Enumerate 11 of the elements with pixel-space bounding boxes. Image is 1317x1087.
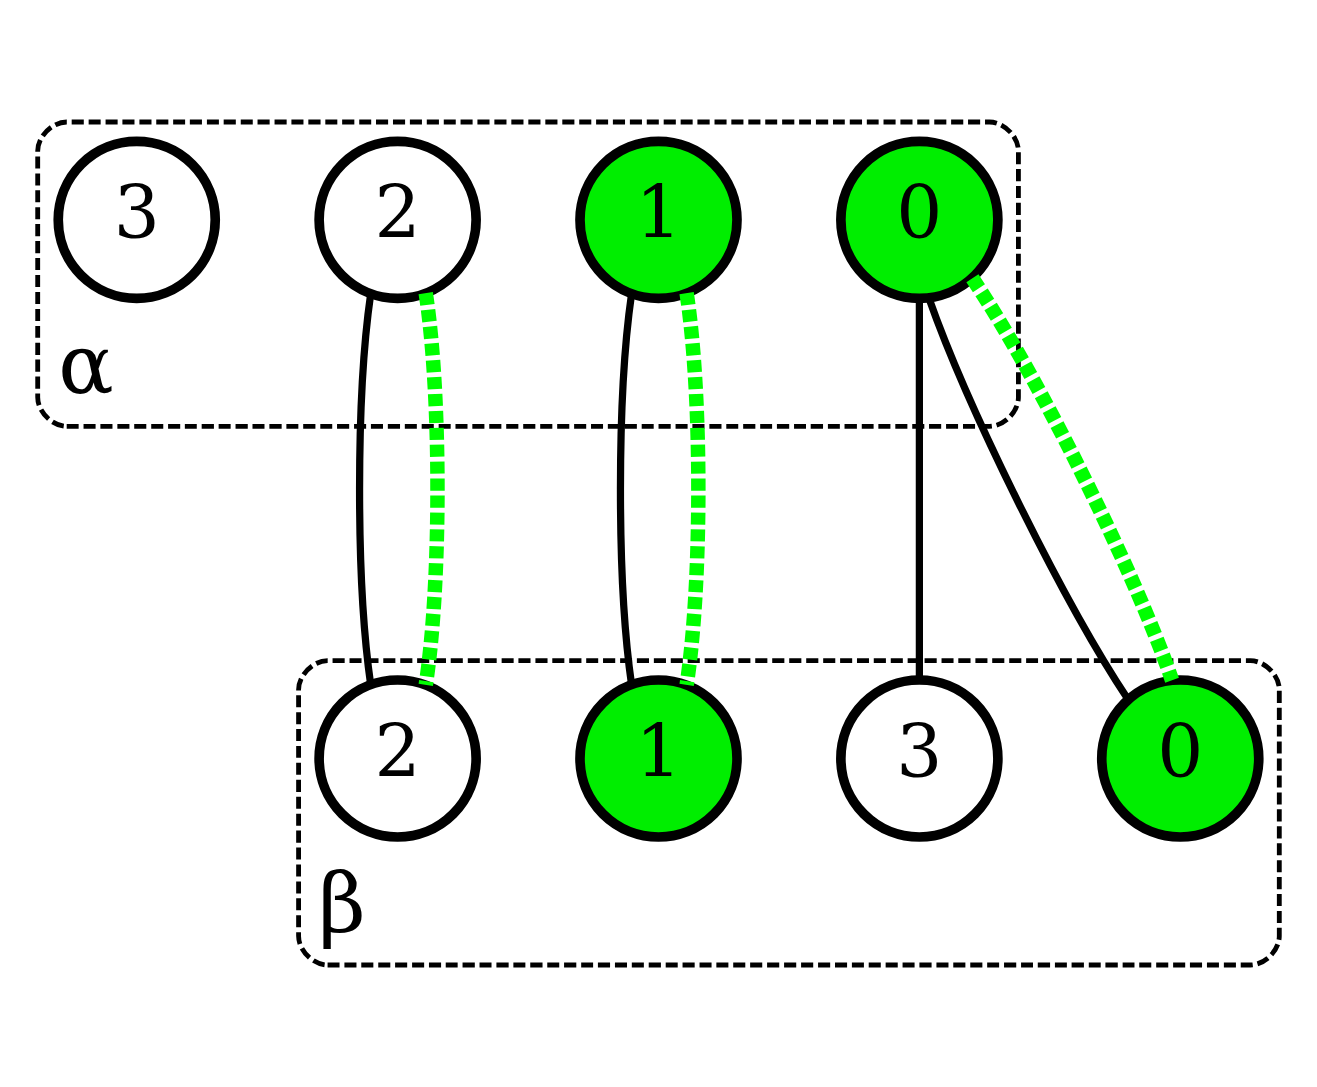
connector	[418, 292, 445, 686]
connector	[679, 292, 706, 686]
node-circle: 3	[53, 136, 221, 304]
node-circle: 2	[314, 675, 481, 842]
node-circle: 1	[575, 136, 742, 304]
connector	[966, 274, 1179, 683]
node-circle: 2	[314, 136, 481, 304]
node-circle: 0	[1096, 675, 1264, 842]
node-circle: 1	[575, 675, 742, 842]
node-circle: 3	[836, 675, 1003, 842]
node-circle: 0	[836, 136, 1003, 304]
